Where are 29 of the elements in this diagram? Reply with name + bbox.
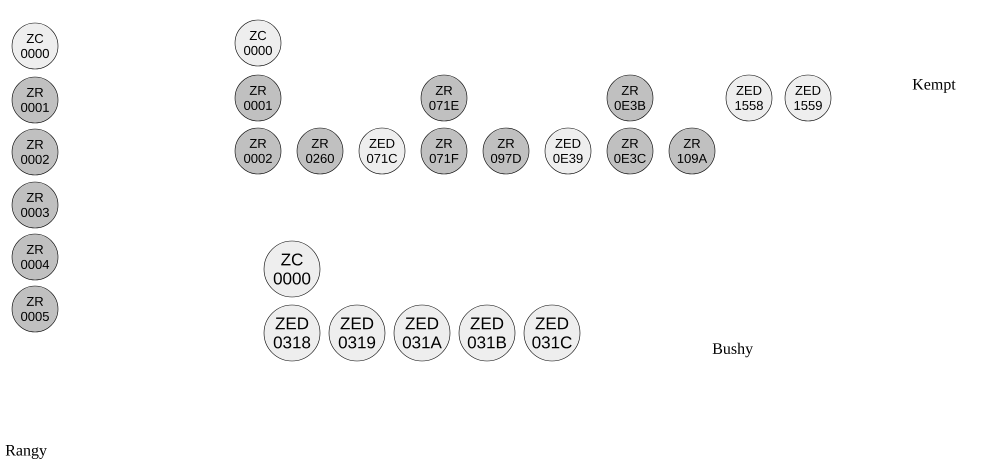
circle-node: ZR 0001 xyxy=(12,76,58,124)
circle-node: ZED 0E39 xyxy=(544,128,592,174)
circle-node: ZR 0001 xyxy=(234,74,282,122)
group-label: Bushy xyxy=(712,342,754,358)
circle-node: ZR 0E3B xyxy=(606,74,654,122)
circle-node: ZR 071F xyxy=(420,128,468,174)
circle-node: ZR 0002 xyxy=(12,128,58,176)
circle-node: ZED 071C xyxy=(358,128,406,174)
circle-node: ZR 0260 xyxy=(296,128,344,174)
circle-node: ZR 097D xyxy=(482,128,530,174)
circle-node: ZR 0E3C xyxy=(606,128,654,174)
circle-node: ZED 031C xyxy=(524,304,580,362)
circle-node: ZC 0000 xyxy=(12,22,58,70)
group-label: Rangy xyxy=(6,445,47,459)
circle-node: ZR 0005 xyxy=(12,286,58,332)
circle-node: ZED 0319 xyxy=(328,304,386,362)
circle-node: ZED 031A xyxy=(394,304,450,362)
circle-node: ZR 109A xyxy=(668,128,716,174)
circle-node: ZR 0004 xyxy=(12,234,58,280)
circle-node: ZR 071E xyxy=(420,74,468,122)
circle-node: ZC 0000 xyxy=(234,20,282,66)
circle-node: ZR 0002 xyxy=(234,128,282,174)
group-label: Kempt xyxy=(912,79,956,93)
circle-node: ZED 1559 xyxy=(784,74,832,122)
circle-node: ZC 0000 xyxy=(264,240,320,298)
circle-node: ZED 0318 xyxy=(264,304,320,362)
circle-node: ZED 031B xyxy=(458,304,516,362)
circle-node: ZED 1558 xyxy=(726,74,772,122)
circle-node: ZR 0003 xyxy=(12,182,58,228)
